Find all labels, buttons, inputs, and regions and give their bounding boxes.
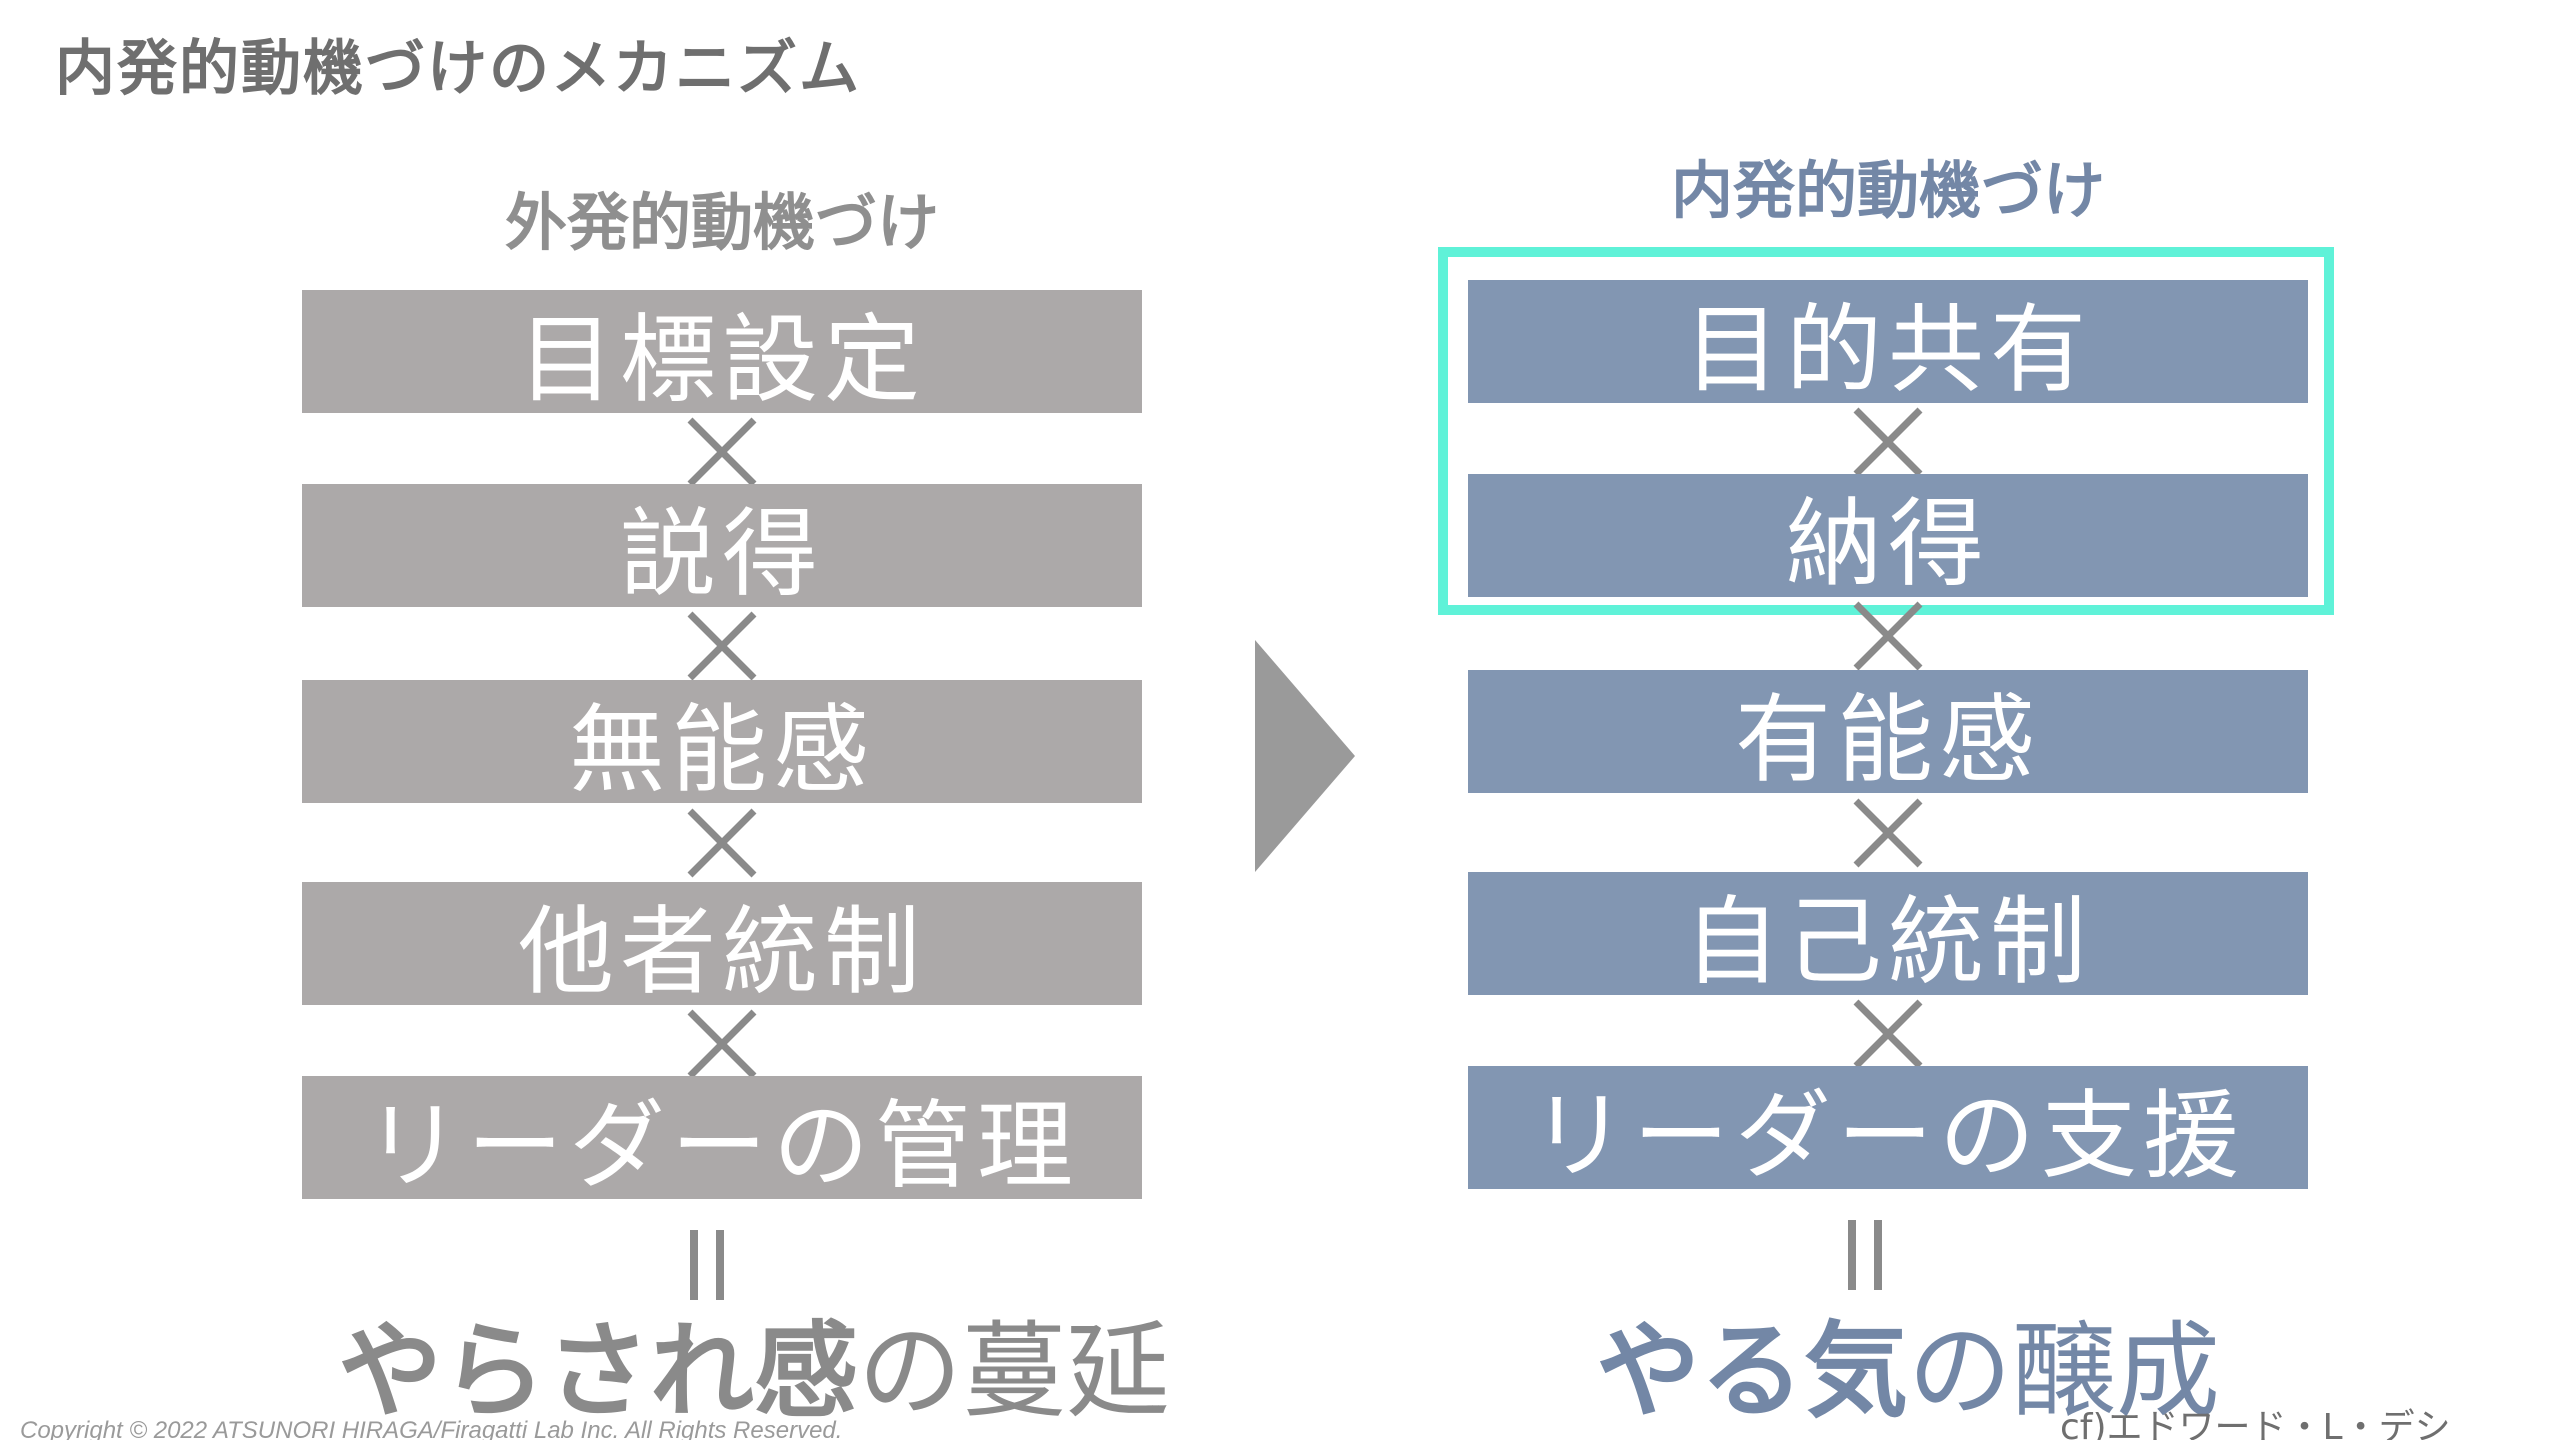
right-item-competence: 有能感 — [1468, 670, 2308, 793]
multiply-icon — [1850, 795, 1926, 871]
multiply-icon — [1850, 996, 1926, 1072]
multiply-icon — [684, 608, 760, 684]
left-item-persuasion: 説得 — [302, 484, 1142, 607]
left-result: やらされ感 の蔓延 — [338, 1286, 1170, 1437]
copyright-notice: Copyright © 2022 ATSUNORI HIRAGA/Firagat… — [20, 1417, 843, 1440]
left-column-heading: 外発的動機づけ — [504, 186, 939, 259]
right-item-self-control: 自己統制 — [1468, 872, 2308, 995]
multiply-icon — [684, 1006, 760, 1082]
slide-title: 内発的動機づけのメカニズム — [55, 34, 861, 104]
multiply-icon — [684, 414, 760, 490]
equals-icon — [686, 1230, 730, 1300]
right-item-consent: 納得 — [1468, 474, 2308, 597]
left-item-other-control: 他者統制 — [302, 882, 1142, 1005]
right-item-leader-support: リーダーの支援 — [1468, 1066, 2308, 1189]
left-item-incompetence: 無能感 — [302, 680, 1142, 803]
left-result-weak: の蔓延 — [858, 1310, 1171, 1432]
right-result: やる気 の醸成 — [1596, 1286, 2220, 1437]
multiply-icon — [684, 805, 760, 881]
left-item-leader-management: リーダーの管理 — [302, 1076, 1142, 1199]
multiply-icon — [1850, 404, 1926, 480]
citation: cf)エドワード・L・デシ — [2060, 1407, 2451, 1440]
equals-icon — [1844, 1220, 1888, 1290]
right-result-strong: やる気 — [1596, 1310, 1909, 1432]
right-column-heading: 内発的動機づけ — [1670, 154, 2105, 227]
arrow-right-icon — [1255, 640, 1355, 876]
left-item-goal-setting: 目標設定 — [302, 290, 1142, 413]
highlight-frame — [1438, 247, 2334, 615]
right-item-purpose-sharing: 目的共有 — [1468, 280, 2308, 403]
left-result-strong: やらされ感 — [338, 1310, 859, 1432]
right-result-weak: の醸成 — [1908, 1310, 2221, 1432]
multiply-icon — [1850, 598, 1926, 674]
